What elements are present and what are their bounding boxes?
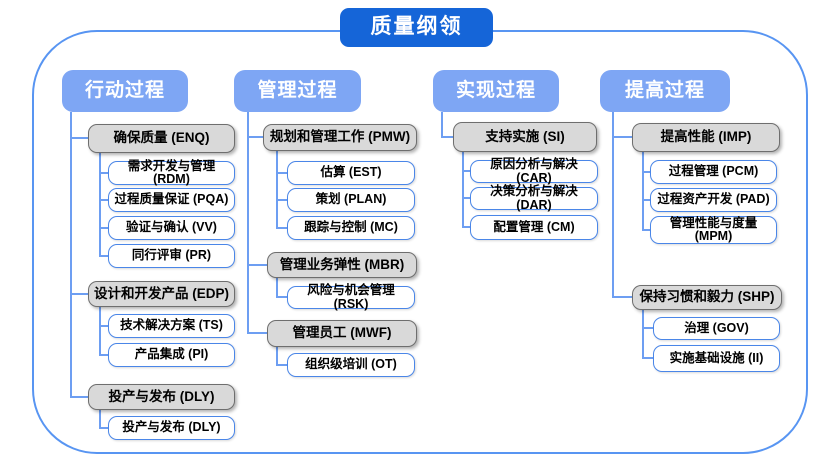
connector-line — [642, 171, 650, 173]
connector-line — [276, 347, 278, 366]
node-dar: 决策分析与解决 (DAR) — [470, 184, 598, 211]
node-ii: 实施基础设施 (II) — [653, 345, 780, 372]
node-shp: 保持习惯和毅力 (SHP) — [632, 285, 782, 310]
connector-line — [99, 227, 108, 229]
connector-line — [642, 327, 653, 329]
connector-line — [642, 199, 650, 201]
node-pad: 过程资产开发 (PAD) — [650, 188, 777, 212]
node-rsk: 风险与机会管理 (RSK) — [287, 283, 415, 310]
connector-line — [99, 427, 108, 429]
node-rdm: 需求开发与管理 (RDM) — [108, 159, 235, 186]
node-pcm: 过程管理 (PCM) — [650, 160, 777, 184]
connector-line — [247, 136, 263, 138]
connector-line — [99, 255, 108, 257]
diagram-title: 质量纲领 — [340, 8, 493, 47]
connector-line — [612, 112, 614, 298]
connector-line — [276, 364, 287, 366]
node-dly-sub: 投产与发布 (DLY) — [108, 416, 235, 440]
node-pr: 同行评审 (PR) — [108, 244, 235, 268]
connector-line — [70, 396, 88, 398]
connector-line — [99, 325, 108, 327]
node-pi: 产品集成 (PI) — [108, 343, 235, 367]
node-ot: 组织级培训 (OT) — [287, 353, 415, 377]
connector-line — [247, 112, 249, 334]
connector-line — [612, 136, 632, 138]
connector-line — [99, 307, 101, 356]
node-gov: 治理 (GOV) — [653, 317, 780, 340]
action-process-header: 行动过程 — [62, 70, 188, 112]
connector-line — [642, 229, 650, 231]
connector-line — [70, 293, 88, 295]
connector-line — [247, 264, 267, 266]
node-plan: 策划 (PLAN) — [287, 188, 415, 212]
connector-line — [99, 354, 108, 356]
node-car: 原因分析与解决 (CAR) — [470, 157, 598, 184]
node-edp: 设计和开发产品 (EDP) — [88, 281, 235, 307]
node-est: 估算 (EST) — [287, 161, 415, 185]
node-mbr: 管理业务弹性 (MBR) — [267, 252, 417, 278]
node-mwf: 管理员工 (MWF) — [267, 320, 417, 347]
connector-line — [99, 199, 108, 201]
connector-line — [276, 172, 287, 174]
node-mpm: 管理性能与度量 (MPM) — [650, 216, 777, 244]
connector-line — [642, 310, 644, 359]
connector-line — [276, 278, 278, 298]
connector-line — [247, 332, 267, 334]
connector-line — [462, 226, 470, 228]
connector-line — [70, 137, 88, 139]
connector-line — [462, 197, 470, 199]
node-vv: 验证与确认 (VV) — [108, 216, 235, 240]
node-pmw: 规划和管理工作 (PMW) — [263, 124, 417, 151]
connector-line — [99, 410, 101, 429]
connector-line — [276, 151, 278, 229]
connector-line — [642, 357, 653, 359]
connector-line — [642, 152, 644, 231]
connector-line — [276, 199, 287, 201]
connector-line — [276, 296, 287, 298]
connector-line — [99, 172, 108, 174]
connector-line — [276, 227, 287, 229]
connector-line — [99, 153, 101, 257]
node-enq: 确保质量 (ENQ) — [88, 124, 235, 153]
node-si: 支持实施 (SI) — [453, 122, 597, 152]
node-mc: 跟踪与控制 (MC) — [287, 216, 415, 240]
management-process-header: 管理过程 — [234, 70, 361, 112]
connector-line — [70, 112, 72, 398]
connector-line — [441, 112, 443, 138]
connector-line — [462, 170, 470, 172]
node-pqa: 过程质量保证 (PQA) — [108, 188, 235, 212]
connector-line — [441, 136, 453, 138]
node-dly: 投产与发布 (DLY) — [88, 384, 235, 410]
connector-line — [462, 152, 464, 228]
node-ts: 技术解决方案 (TS) — [108, 314, 235, 338]
connector-line — [612, 296, 632, 298]
node-imp: 提高性能 (IMP) — [632, 123, 780, 152]
improvement-process-header: 提高过程 — [600, 70, 730, 112]
realization-process-header: 实现过程 — [433, 70, 559, 112]
node-cm: 配置管理 (CM) — [470, 215, 598, 240]
